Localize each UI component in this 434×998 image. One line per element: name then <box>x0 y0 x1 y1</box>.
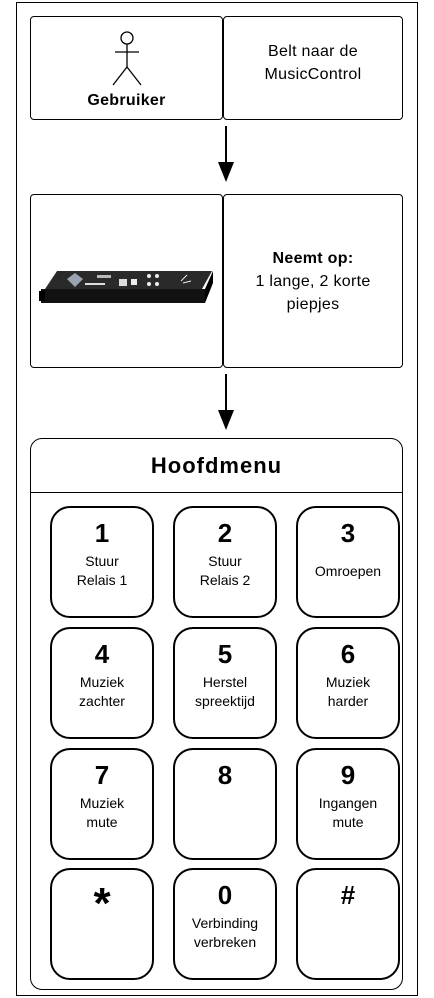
key-symbol: 6 <box>340 639 356 669</box>
user-box: Gebruiker <box>30 16 223 120</box>
main-menu-title: Hoofdmenu <box>31 439 402 493</box>
actor-icon <box>112 31 142 86</box>
key-symbol: 7 <box>94 760 110 790</box>
key-symbol: 0 <box>217 880 233 910</box>
key-symbol: 8 <box>217 760 233 790</box>
answer-description-box: Neemt op: 1 lange, 2 korte piepjes <box>223 194 403 368</box>
key-label: Omroepen <box>314 563 382 579</box>
key-symbol: 4 <box>94 639 110 669</box>
answer-title: Neemt op: <box>272 249 354 267</box>
key-hash-button[interactable]: # <box>296 868 400 980</box>
key-symbol: 9 <box>340 760 356 790</box>
key-symbol: 3 <box>340 518 356 548</box>
device-box <box>30 194 223 368</box>
key-8-button[interactable]: 8 <box>173 748 277 860</box>
call-description-line-2: MusicControl <box>264 66 362 83</box>
call-description-box: Belt naar de MusicControl <box>223 16 403 120</box>
key-symbol: * <box>93 879 111 928</box>
call-description-line-1: Belt naar de <box>268 43 358 60</box>
diagram-frame <box>16 2 418 996</box>
answer-description-line-2: piepjes <box>286 295 340 313</box>
key-star-button[interactable]: * <box>50 868 154 980</box>
musiccontrol-device-icon <box>39 271 213 303</box>
actor-label: Gebruiker <box>87 92 166 109</box>
key-symbol: 2 <box>217 518 233 548</box>
key-symbol: 1 <box>94 518 110 548</box>
down-arrow-2 <box>218 374 234 430</box>
key-symbol: # <box>340 880 356 910</box>
key-symbol: 5 <box>217 639 233 669</box>
answer-description-line-1: 1 lange, 2 korte <box>255 272 371 290</box>
down-arrow-1 <box>218 126 234 182</box>
